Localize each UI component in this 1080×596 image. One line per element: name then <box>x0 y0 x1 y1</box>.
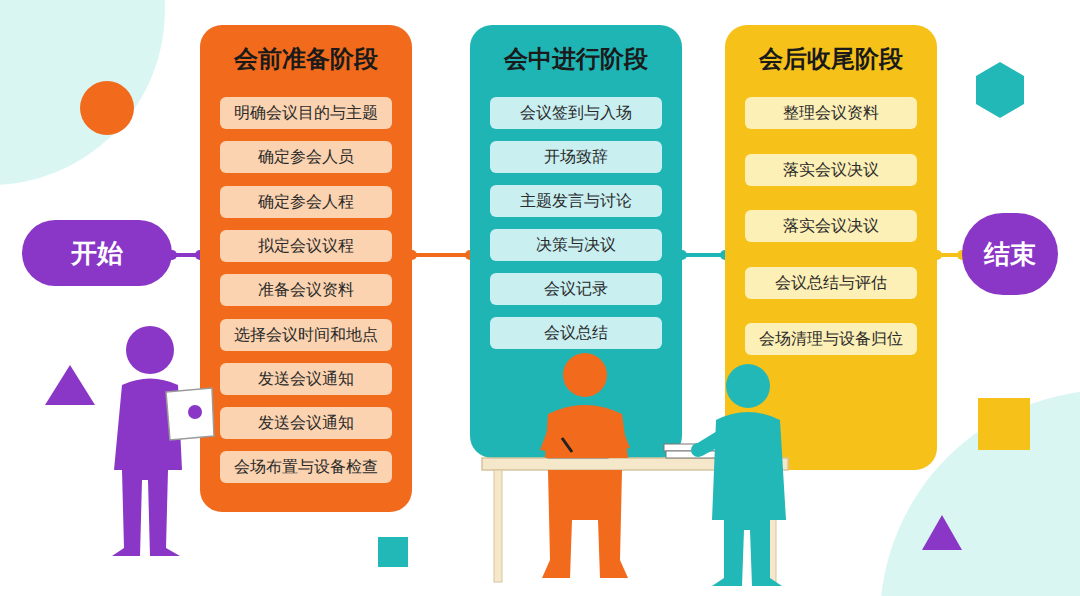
decor-square <box>378 537 408 567</box>
step-text: 会议签到与入场 <box>520 103 632 124</box>
step-box: 会议记录 <box>490 273 662 305</box>
step-text: 决策与决议 <box>536 235 616 256</box>
step-box: 发送会议通知 <box>220 363 392 395</box>
phase-panel: 会后收尾阶段整理会议资料落实会议决议落实会议决议会议总结与评估会场清理与设备归位 <box>725 25 937 470</box>
step-text: 整理会议资料 <box>783 103 879 124</box>
step-box: 准备会议资料 <box>220 274 392 306</box>
step-box: 选择会议时间和地点 <box>220 319 392 351</box>
step-box: 决策与决议 <box>490 229 662 261</box>
step-box: 确定参会人员 <box>220 141 392 173</box>
step-text: 落实会议决议 <box>783 160 879 181</box>
step-text: 拟定会议议程 <box>258 236 354 257</box>
decor-hexagon <box>976 62 1024 118</box>
step-text: 落实会议决议 <box>783 216 879 237</box>
step-text: 明确会议目的与主题 <box>234 103 378 124</box>
step-box: 拟定会议议程 <box>220 230 392 262</box>
phase-panel: 会前准备阶段明确会议目的与主题确定参会人员确定参会人程拟定会议议程准备会议资料选… <box>200 25 412 512</box>
step-box: 主题发言与讨论 <box>490 185 662 217</box>
terminal-label: 结束 <box>984 237 1036 272</box>
person-purple <box>112 326 214 556</box>
phase-heading: 会前准备阶段 <box>200 43 412 75</box>
step-text: 会议记录 <box>544 279 608 300</box>
background-blob <box>0 0 165 185</box>
step-text: 会议总结 <box>544 323 608 344</box>
step-text: 开场致辞 <box>544 147 608 168</box>
step-box: 落实会议决议 <box>745 210 917 242</box>
terminal-pill: 开始 <box>22 220 172 286</box>
decor-circle <box>80 81 134 135</box>
step-box: 会议总结 <box>490 317 662 349</box>
phase-panel: 会中进行阶段会议签到与入场开场致辞主题发言与讨论决策与决议会议记录会议总结 <box>470 25 682 458</box>
decor-square <box>978 398 1030 450</box>
terminal-pill: 结束 <box>962 213 1058 295</box>
step-box: 明确会议目的与主题 <box>220 97 392 129</box>
step-box: 整理会议资料 <box>745 97 917 129</box>
step-box: 会场布置与设备检查 <box>220 451 392 483</box>
step-text: 确定参会人员 <box>258 147 354 168</box>
step-text: 主题发言与讨论 <box>520 191 632 212</box>
phase-heading: 会中进行阶段 <box>470 43 682 75</box>
step-box: 确定参会人程 <box>220 186 392 218</box>
step-box: 开场致辞 <box>490 141 662 173</box>
terminal-label: 开始 <box>71 236 123 271</box>
connector <box>677 250 730 260</box>
decor-triangle <box>45 365 95 405</box>
step-box: 会议签到与入场 <box>490 97 662 129</box>
connector <box>407 250 475 260</box>
step-text: 发送会议通知 <box>258 413 354 434</box>
decor-triangle <box>922 515 962 550</box>
step-text: 会场布置与设备检查 <box>234 457 378 478</box>
step-text: 会议总结与评估 <box>775 273 887 294</box>
step-box: 会议总结与评估 <box>745 267 917 299</box>
step-box: 落实会议决议 <box>745 154 917 186</box>
step-box: 会场清理与设备归位 <box>745 323 917 355</box>
phase-heading: 会后收尾阶段 <box>725 43 937 75</box>
step-text: 会场清理与设备归位 <box>759 329 903 350</box>
step-text: 准备会议资料 <box>258 280 354 301</box>
step-text: 发送会议通知 <box>258 369 354 390</box>
step-box: 发送会议通知 <box>220 407 392 439</box>
step-text: 选择会议时间和地点 <box>234 325 378 346</box>
step-text: 确定参会人程 <box>258 192 354 213</box>
